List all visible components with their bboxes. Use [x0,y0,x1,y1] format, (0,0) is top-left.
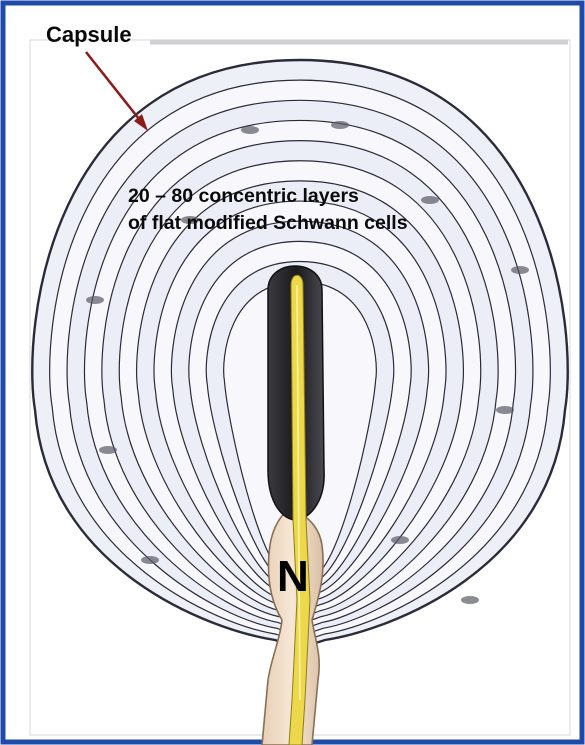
nerve-label: N [277,552,309,602]
capsule-label: Capsule [46,22,132,48]
schwann-nucleus [331,121,349,129]
schwann-nucleus [141,556,159,564]
schwann-nucleus [511,266,529,274]
lamellae-label-line1: 20 – 80 concentric layers [128,185,359,208]
schwann-nucleus [461,596,479,604]
schwann-nucleus [86,296,104,304]
schwann-nucleus [421,196,439,204]
schwann-nucleus [99,446,117,454]
schwann-nucleus [241,126,259,134]
lamellae-label-line2: of flat modified Schwann cells [128,212,408,235]
schwann-nucleus [496,406,514,414]
schwann-nucleus [391,536,409,544]
